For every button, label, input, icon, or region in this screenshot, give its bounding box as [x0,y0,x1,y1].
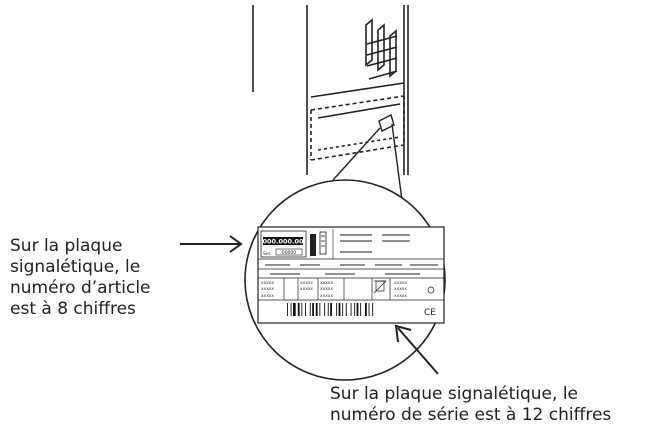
barcode-bar [356,303,359,316]
article-number-note: Sur la plaque signalétique, le numéro d’… [10,236,151,319]
plate-cell: XXXXX [261,286,274,291]
plate-cell: XXXXX [394,293,407,298]
arrow-up-left-icon [394,324,439,375]
barcode-bar [297,303,300,316]
barcode-bar [360,303,362,316]
ce-mark: CE [424,308,436,318]
plate-cell: XXXXX [320,293,333,298]
barcode-bar [324,303,326,316]
barcode-bar [342,303,344,316]
barcode-bar [350,303,352,316]
plate-cell: XXXXX [320,280,333,285]
barcode-bar [338,303,341,316]
plate-cell: XXXXX [261,293,274,298]
appliance-outline-icon [252,5,409,175]
recycling-icon [373,280,387,294]
barcode-bar [327,303,329,316]
barcode-bar [301,303,303,316]
plate-cell: XXXXX [300,286,313,291]
barcode-bar [305,303,306,316]
barcode-bar [319,303,321,316]
ref-code: 00000 [282,250,296,256]
barcode-bar [345,303,347,316]
barcode-bar [368,303,370,316]
plate-cell: XXXXX [261,280,274,285]
barcode-bar [336,303,338,316]
barcode-bar [287,303,288,316]
arrow-right-icon [180,235,243,253]
plate-cell: XXXXX [320,286,333,291]
plate-cell: XXXXX [300,280,313,285]
barcode-bar [293,303,296,316]
barcode-bar [372,303,374,316]
barcode-bar [365,303,367,316]
ref-prefix: Ser. [263,251,272,257]
plate-cell: XXXXX [394,286,407,291]
barcode-bar [354,303,356,316]
barcode-bar [290,303,292,316]
barcode-bar [312,303,314,316]
barcode-bar [330,303,332,316]
plate-cell: XXXXX [394,280,407,285]
barcode-bar [315,303,318,316]
barcode-bar [309,303,311,316]
barcode-icon [287,303,374,316]
rating-plate: 000.000.00 Ser. 00000 [257,226,445,324]
serial-number-note: Sur la plaque signalétique, le numéro de… [330,384,612,425]
article-badge: 000.000.00 [262,238,304,246]
magnifier-connector [332,123,404,209]
